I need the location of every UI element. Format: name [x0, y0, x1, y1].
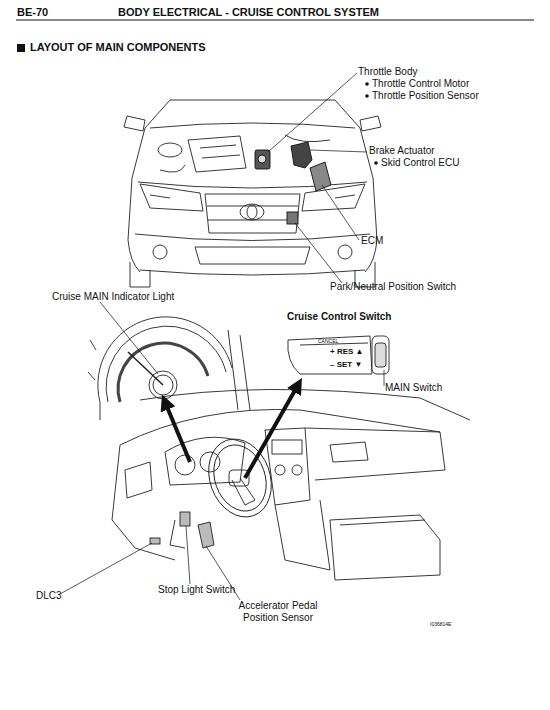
header-rule	[16, 20, 534, 21]
panel-edge	[228, 330, 250, 410]
grille-bar	[207, 206, 298, 220]
grille	[205, 194, 300, 233]
switch-inset	[288, 336, 389, 374]
brake-pedal	[170, 520, 185, 548]
engine-cover	[188, 136, 246, 172]
console	[275, 500, 330, 570]
page-number: BE-70	[17, 6, 48, 19]
armrest	[330, 515, 440, 580]
switch-text: CANCEL	[318, 339, 338, 345]
stop-light-switch	[180, 512, 190, 526]
leader-line	[295, 223, 342, 283]
switch-text: – SET ▼	[330, 360, 362, 369]
part-label: DLC3	[36, 590, 62, 602]
hvac-knob	[292, 465, 302, 475]
main-switch-button	[375, 343, 386, 367]
switch-text: + RES ▲	[330, 347, 363, 356]
bullet	[374, 161, 378, 165]
gauge-inset	[88, 317, 250, 420]
pointer-arrow	[165, 402, 190, 462]
leader-lines	[268, 73, 367, 283]
part-label: Cruise MAIN Indicator Light	[52, 291, 174, 303]
sub-part-label: Throttle Position Sensor	[372, 90, 479, 102]
engine-detail	[158, 143, 182, 157]
section-square	[17, 44, 25, 52]
main-switch-knob	[372, 336, 389, 374]
steering-column	[232, 478, 255, 505]
fog-light	[153, 245, 167, 259]
vehicle-front	[124, 100, 381, 287]
hvac-knob	[275, 465, 285, 475]
section-title: LAYOUT OF MAIN COMPONENTS	[30, 41, 206, 54]
emblem	[247, 205, 257, 219]
headlight-detail	[150, 195, 355, 198]
leader-lines	[60, 526, 240, 600]
gauge-bezel	[88, 340, 100, 420]
cabin-view	[112, 389, 470, 580]
sub-part-label: Skid Control ECU	[381, 157, 459, 169]
accelerator-pedal	[198, 522, 214, 548]
bumper	[135, 234, 370, 241]
roof-edge	[170, 100, 335, 101]
windshield-base	[140, 389, 470, 420]
leader-line	[384, 370, 385, 386]
pointer-arrow	[245, 385, 298, 478]
leader-line	[322, 185, 359, 240]
leader-line	[60, 543, 152, 594]
leader-line	[100, 302, 158, 374]
bullet	[365, 94, 369, 98]
gauge-needle	[128, 352, 163, 385]
engine-detail	[160, 135, 330, 172]
part-label: Stop Light Switch	[158, 584, 235, 596]
bumper-lower	[140, 270, 365, 275]
a-pillar	[145, 100, 360, 128]
meter	[200, 452, 220, 472]
brake-actuator	[291, 142, 312, 168]
part-label: Brake Actuator	[369, 145, 435, 157]
dash-right	[305, 428, 445, 480]
audio-unit	[272, 440, 302, 454]
armrest-detail	[340, 520, 425, 525]
fender	[128, 178, 377, 272]
engine-detail	[200, 145, 240, 158]
leader-line	[186, 526, 190, 584]
vent	[330, 442, 368, 462]
door-line	[112, 445, 175, 560]
leader-line	[310, 150, 367, 152]
steering-wheel	[198, 430, 282, 526]
part-label: Accelerator Pedal Position Sensor	[222, 600, 334, 623]
hood-edge	[132, 128, 373, 178]
part-label: MAIN Switch	[385, 382, 442, 394]
leader-line	[268, 73, 357, 152]
cluster-hood	[165, 437, 245, 485]
switch-stalk	[288, 336, 372, 374]
section-header: BODY ELECTRICAL - CRUISE CONTROL SYSTEM	[118, 6, 379, 19]
gauge-arc	[106, 326, 226, 402]
meter	[175, 455, 195, 475]
mirror	[124, 116, 381, 131]
center-stack	[265, 428, 310, 505]
part-label: Throttle Body	[358, 66, 417, 78]
cowl-line	[150, 123, 355, 128]
components	[255, 142, 331, 224]
emblem	[240, 204, 264, 220]
gauge-arc	[98, 317, 232, 402]
fog-light	[338, 245, 352, 259]
part-label: Park/Neutral Position Switch	[330, 281, 456, 293]
door-panel	[125, 462, 152, 498]
inset-title: Cruise Control Switch	[287, 311, 391, 323]
sub-part-label: Throttle Control Motor	[372, 78, 469, 90]
throttle-body	[255, 150, 270, 169]
air-intake	[195, 247, 310, 264]
park-neutral-switch	[287, 212, 298, 224]
steering-wheel	[205, 437, 275, 518]
bullet	[365, 82, 369, 86]
headlight	[140, 184, 365, 211]
throttle-body	[258, 155, 266, 163]
drawing-code: I036814E	[430, 622, 451, 628]
hood-front	[138, 182, 367, 188]
part-label: ECM	[361, 235, 383, 247]
ecm-box	[310, 162, 331, 191]
